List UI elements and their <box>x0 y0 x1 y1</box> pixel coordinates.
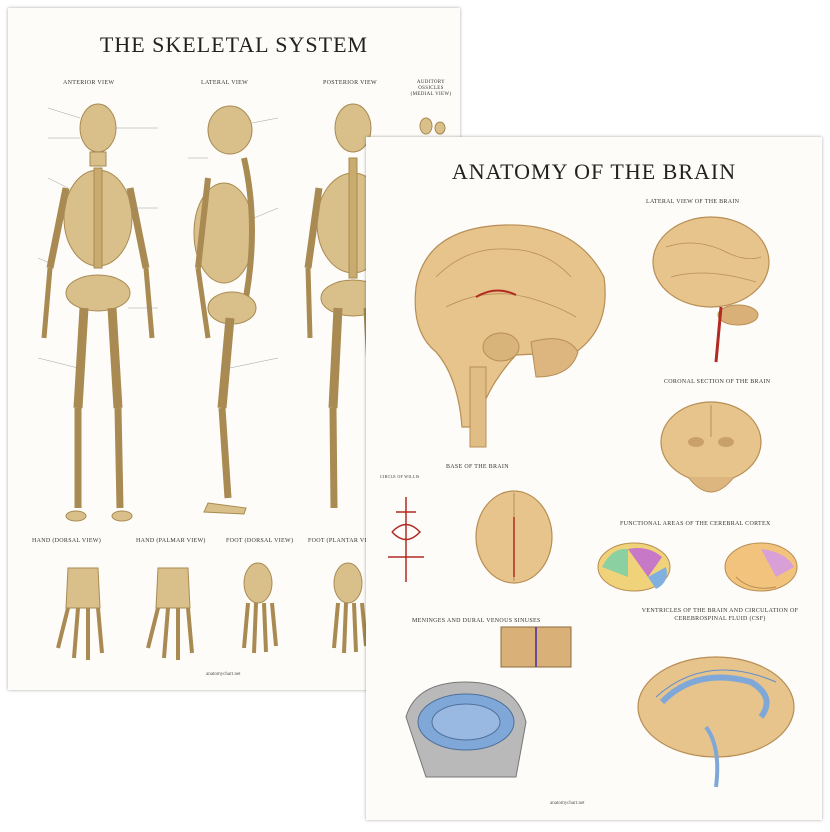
anterior-skeleton <box>41 103 155 522</box>
brain-poster-title: ANATOMY OF THE BRAIN <box>451 159 737 184</box>
circle-of-willis <box>388 497 424 582</box>
meninges-skull <box>405 626 572 778</box>
foot-dorsal-label: FOOT (DORSAL VIEW) <box>226 538 294 544</box>
brain-footer: anatomychart.net <box>550 801 585 806</box>
lateral-brain <box>652 216 770 363</box>
coronal-section <box>660 401 762 493</box>
skeletal-poster-title: THE SKELETAL SYSTEM <box>99 32 369 57</box>
ventricles-brain <box>637 656 795 788</box>
lateral-view-brain-label: LATERAL VIEW OF THE BRAIN <box>646 199 740 205</box>
coronal-section-label: CORONAL SECTION OF THE BRAIN <box>664 379 771 385</box>
skeleton-leader-lines <box>37 107 279 369</box>
skeletal-footer: anatomychart.net <box>206 672 241 677</box>
functional-areas-label: FUNCTIONAL AREAS OF THE CEREBRAL CORTEX <box>620 521 771 527</box>
functional-areas-brains <box>597 542 798 592</box>
auditory-ossicles-label: AUDITORY OSSICLES (MEDIAL VIEW) <box>410 80 452 97</box>
lateral-view-label: LATERAL VIEW <box>201 80 249 86</box>
hand-dorsal-label: HAND (DORSAL VIEW) <box>32 538 102 544</box>
posterior-view-label: POSTERIOR VIEW <box>323 80 377 86</box>
anterior-view-label: ANTERIOR VIEW <box>63 80 115 86</box>
ventricles-label: VENTRICLES OF THE BRAIN AND CIRCULATION … <box>641 608 799 622</box>
foot-plantar-label: FOOT (PLANTAR VIEW) <box>308 538 379 544</box>
circle-of-willis-label: CIRCLE OF WILLIS <box>380 474 420 479</box>
base-of-brain <box>475 490 553 584</box>
anatomy-of-brain-poster: ANATOMY OF THE BRAIN LATERAL VIEW OF THE… <box>366 137 822 820</box>
auditory-ossicles <box>419 117 446 135</box>
hand-dorsal <box>56 567 104 660</box>
hand-palmar-label: HAND (PALMAR VIEW) <box>136 538 206 544</box>
meninges-label: MENINGES AND DURAL VENOUS SINUSES <box>412 618 541 624</box>
hand-palmar <box>146 567 194 660</box>
foot-dorsal <box>242 562 278 654</box>
skeleton-illustrations <box>37 103 446 660</box>
lateral-skeleton <box>193 105 257 515</box>
sagittal-brain <box>414 224 606 448</box>
foot-plantar <box>332 562 368 654</box>
brain-illustrations <box>388 216 798 788</box>
base-of-brain-label: BASE OF THE BRAIN <box>446 464 509 470</box>
